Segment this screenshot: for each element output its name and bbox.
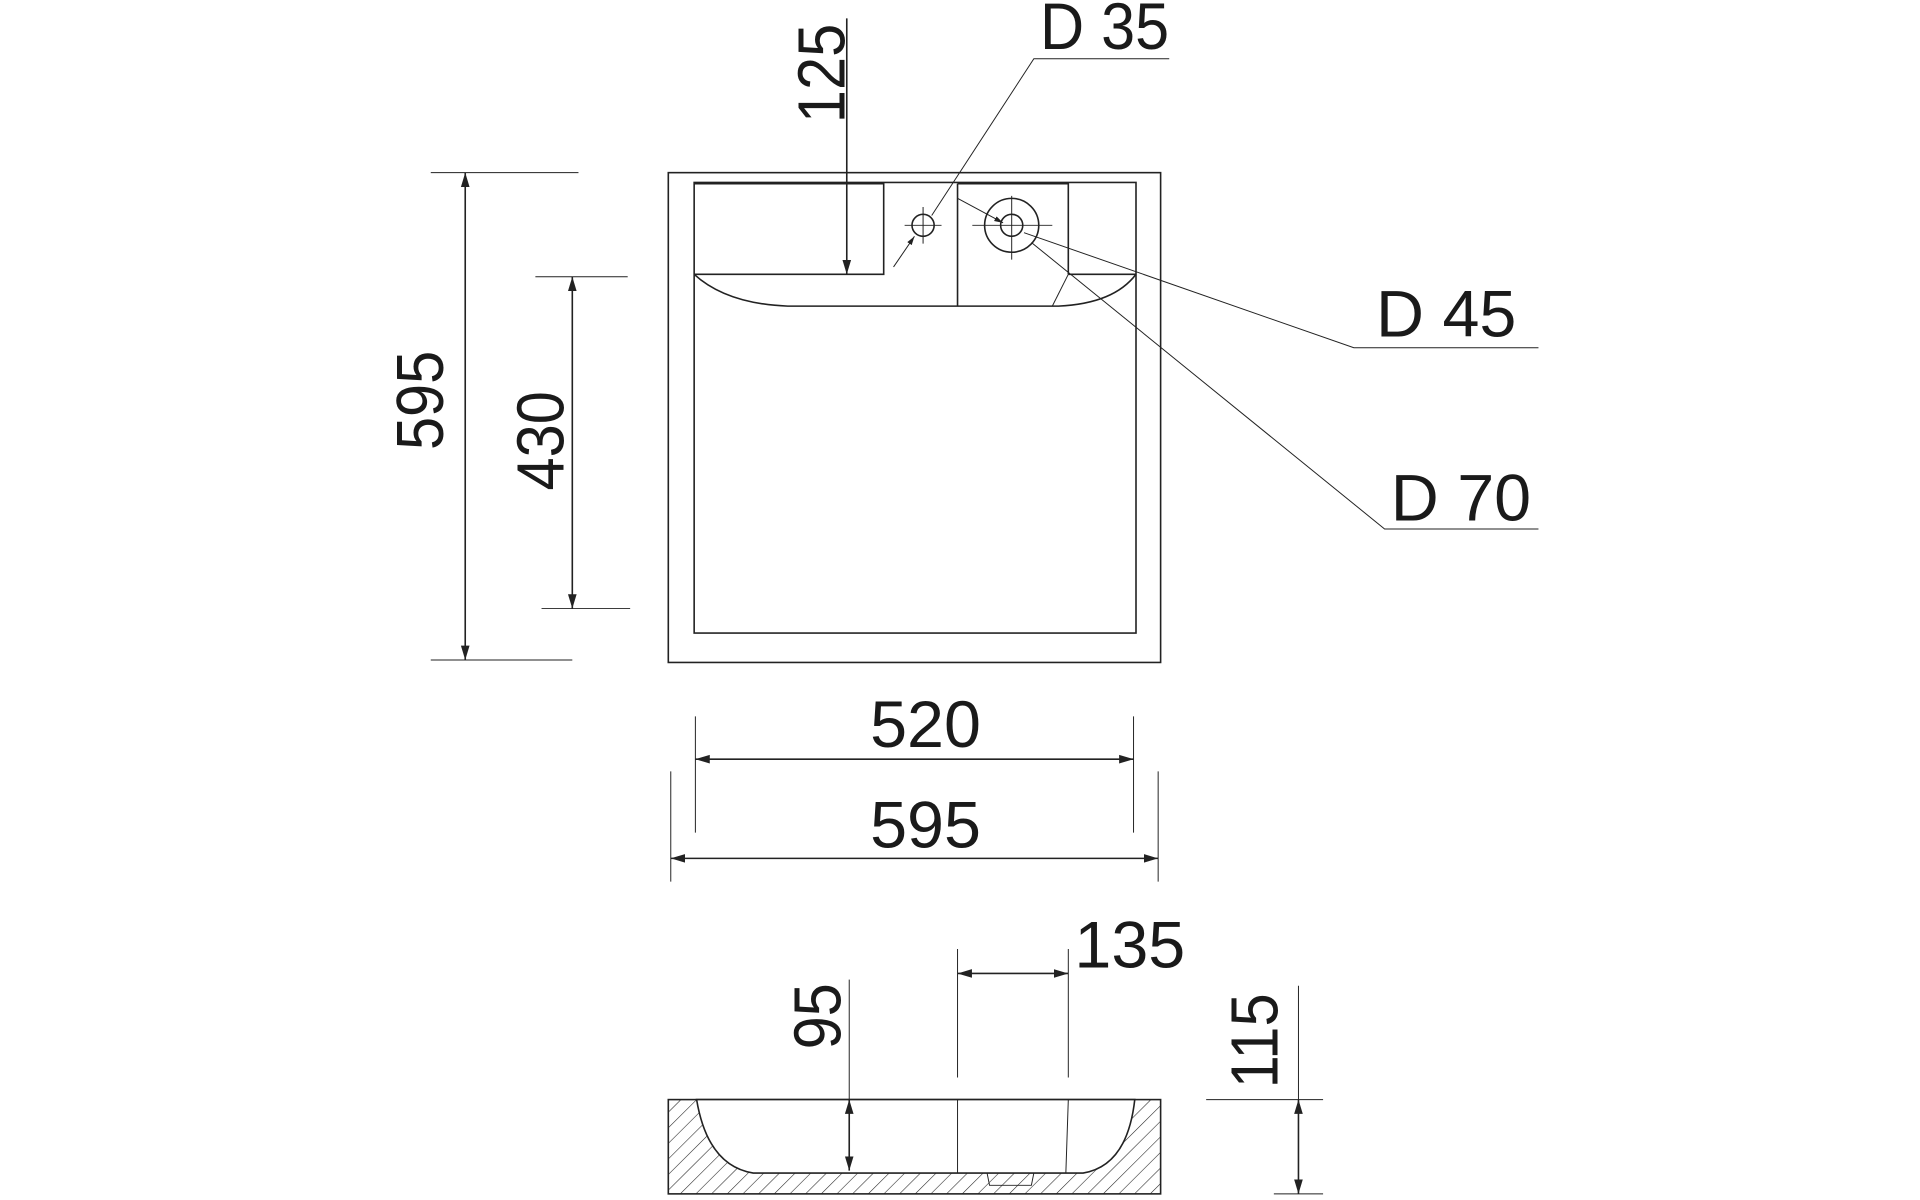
- dim-label: 95: [782, 983, 856, 1049]
- dim-label: 520: [870, 688, 981, 762]
- bowl-chamfer: [1051, 274, 1069, 307]
- dim-waste-offset: 135: [957, 908, 1185, 1078]
- deck-right: [1067, 182, 1136, 276]
- dim-bowl-height: 95: [782, 979, 856, 1171]
- outer-outline: [667, 171, 1162, 664]
- dim-total-height: 115: [1206, 985, 1324, 1195]
- dim-basin-width: 520: [694, 688, 1135, 833]
- dim-label: 595: [384, 351, 458, 450]
- dim-label: D 70: [1391, 462, 1531, 536]
- dim-overall-depth: 595: [384, 172, 579, 661]
- inner-outline: [693, 181, 1137, 634]
- dim-label: 135: [1074, 908, 1185, 982]
- deck-left: [694, 182, 885, 276]
- plan-view: [667, 171, 1162, 664]
- dim-label: 595: [870, 788, 981, 862]
- tap-hole-centerline: [904, 206, 942, 244]
- dim-label: D 35: [1040, 0, 1169, 64]
- bowl-edge: [693, 273, 1137, 307]
- dim-deck-depth: 125: [785, 18, 859, 275]
- dim-overall-width: 595: [670, 771, 1159, 882]
- dim-label: D 45: [1376, 278, 1516, 352]
- section-view: [667, 1098, 1162, 1195]
- dim-basin-depth: 430: [505, 276, 631, 610]
- waste-centerline: [972, 195, 1053, 260]
- callout-tap-hole: D 35: [893, 0, 1170, 268]
- deck-middle: [956, 182, 1069, 307]
- dim-label: 125: [785, 24, 859, 123]
- dim-label: 115: [1219, 993, 1293, 1088]
- callout-waste-outer: D 70: [1031, 242, 1539, 536]
- callout-waste-inner: D 45: [957, 197, 1539, 352]
- dim-label: 430: [505, 391, 579, 490]
